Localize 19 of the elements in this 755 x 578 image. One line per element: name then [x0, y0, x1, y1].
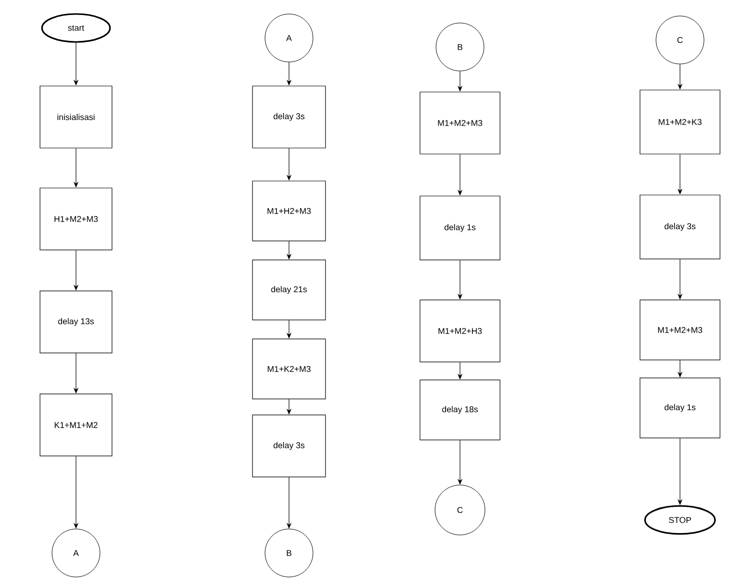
- process-box: delay 21s: [252, 260, 326, 320]
- process-box: delay 3s: [252, 414, 326, 478]
- process-box: M1+M2+M3: [420, 92, 500, 154]
- process-box: K1+M1+M2: [40, 394, 112, 456]
- process-box: delay 3s: [252, 86, 326, 148]
- process-box: M1+M2+M3: [640, 300, 720, 360]
- process-box: delay 18s: [420, 380, 500, 440]
- process-box: delay 13s: [40, 290, 112, 354]
- process-box: delay 3s: [640, 194, 720, 260]
- process-box: inisialisasi: [40, 86, 112, 148]
- process-box: M1+M2+K3: [640, 90, 720, 154]
- process-box: H1+M2+M3: [40, 188, 112, 250]
- process-box: M1+M2+H3: [420, 300, 500, 362]
- process-box: M1+K2+M3: [252, 338, 326, 400]
- process-box: M1+H2+M3: [252, 180, 326, 242]
- process-box: delay 1s: [640, 378, 720, 438]
- terminal-oval: start: [41, 13, 111, 43]
- terminal-oval: STOP: [644, 505, 716, 535]
- process-box: delay 1s: [420, 196, 500, 260]
